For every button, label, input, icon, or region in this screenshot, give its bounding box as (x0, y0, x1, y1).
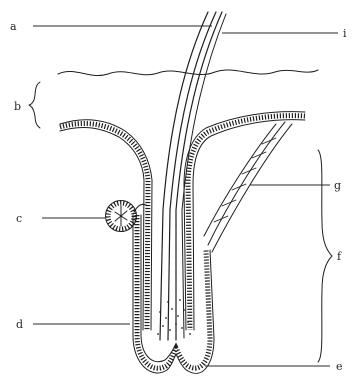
epidermis-right-band (188, 116, 305, 330)
label-f: f (337, 250, 342, 263)
bracket-b (29, 82, 40, 128)
label-d: d (16, 318, 23, 331)
bracket-f (318, 150, 332, 362)
label-b: b (14, 100, 21, 113)
follicle-outer-wall (137, 215, 210, 368)
label-c: c (16, 212, 22, 225)
label-a: a (10, 20, 17, 33)
label-g: g (334, 179, 341, 192)
label-i: i (343, 27, 347, 40)
skin-surface-line (58, 70, 318, 76)
arrector-pili-muscle (204, 122, 292, 252)
sebaceous-gland (106, 201, 147, 232)
label-e: e (336, 360, 343, 373)
